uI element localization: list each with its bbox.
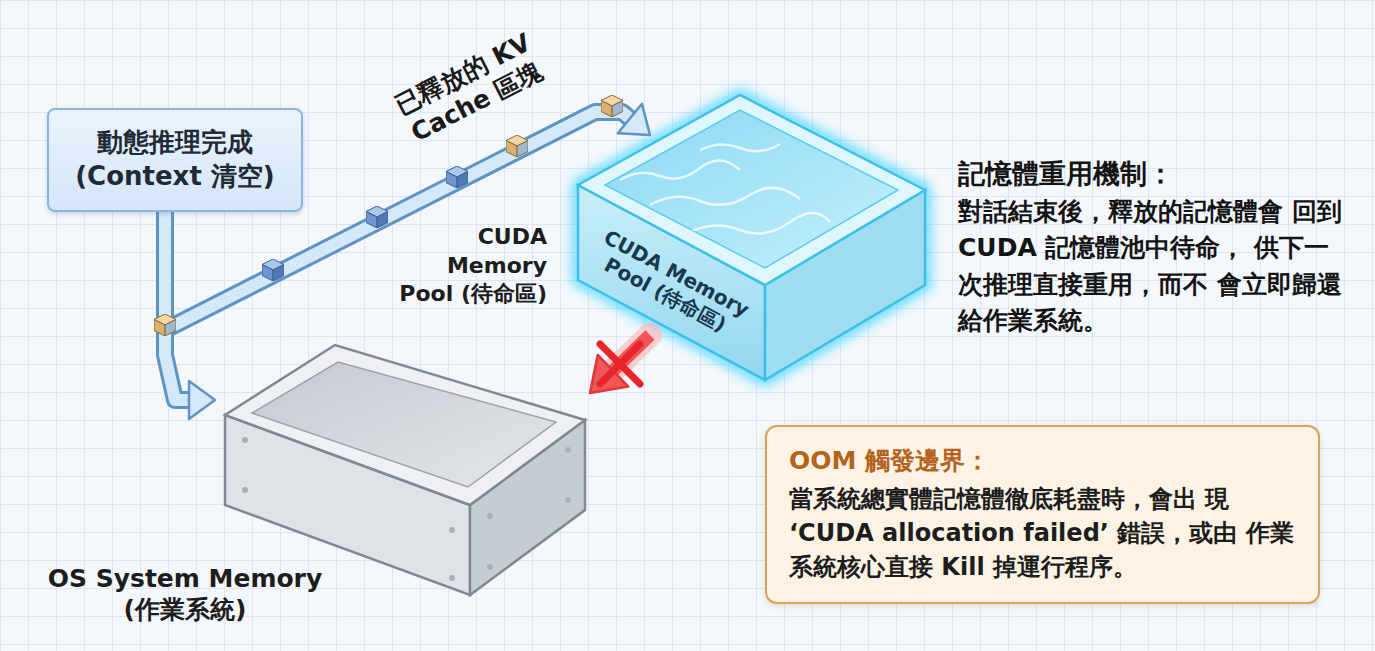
cache-block xyxy=(601,95,623,117)
tray-inner xyxy=(252,362,556,487)
process-label: 動態推理完成 (Context 清空) xyxy=(61,126,289,194)
callout-body: 當系統總實體記憶體徹底耗盡時，會出 現 ‘CUDA allocation fai… xyxy=(789,482,1296,584)
note-heading: 記憶體重用機制： xyxy=(958,156,1174,191)
memory-pool-illustration xyxy=(578,95,925,380)
cross-mark xyxy=(600,344,640,384)
cache-block xyxy=(262,259,284,281)
process-box: 動態推理完成 (Context 清空) xyxy=(47,108,303,212)
conveyor-arrow xyxy=(165,212,215,419)
pool-glow xyxy=(578,95,925,380)
system-memory-tray: OS System Memory (作業系統) xyxy=(215,335,590,600)
system-memory-tray-illustration xyxy=(225,345,585,595)
tray-screws xyxy=(242,437,571,581)
blocked-arrow xyxy=(590,335,650,393)
cache-block xyxy=(366,206,388,228)
tray-rim xyxy=(225,345,585,505)
callout-heading: OOM 觸發邊界： xyxy=(789,443,1296,478)
note-body: 對話結束後，釋放的記憶體會 回到 CUDA 記憶體池中待命， 供下一次推理直接重… xyxy=(958,194,1353,339)
cross-mark xyxy=(600,344,640,384)
memory-label: OS System Memory (作業系統) xyxy=(40,563,330,626)
water-ripples xyxy=(620,144,830,234)
callout-box: OOM 觸發邊界： 當系統總實體記憶體徹底耗盡時，會出 現 ‘CUDA alloc… xyxy=(765,425,1320,604)
conveyor-edge xyxy=(165,212,192,400)
conveyor-track xyxy=(165,212,192,400)
cache-block xyxy=(154,314,176,336)
cache-block xyxy=(446,166,468,188)
pool-side-label: CUDA Memory Pool (待命區) xyxy=(393,223,547,309)
cache-block xyxy=(506,135,528,157)
memory-pool: CUDA Memory Pool (待命區)CUDA Memory Pool (… xyxy=(650,95,925,385)
arrow-head xyxy=(189,381,215,419)
